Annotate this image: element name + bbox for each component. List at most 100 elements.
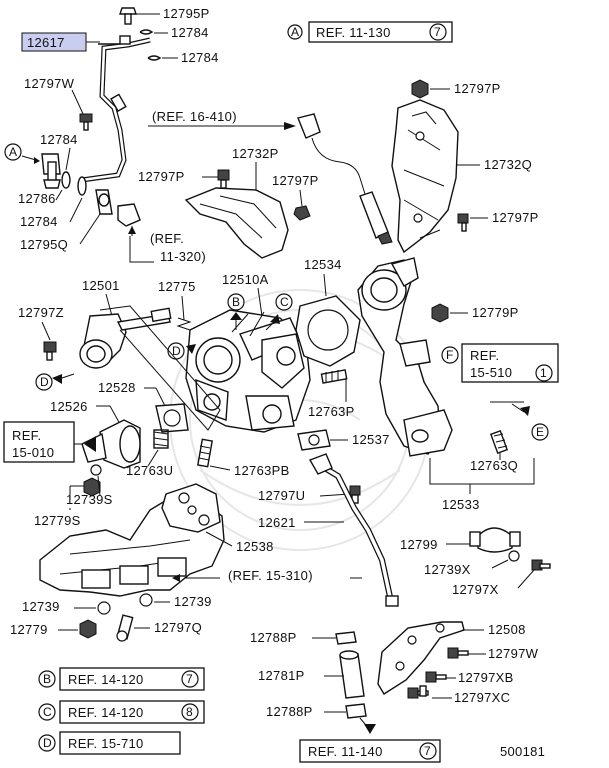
marker-B[interactable]: B — [227, 293, 245, 330]
bolt-12797Q[interactable] — [116, 614, 134, 642]
svg-text:D: D — [43, 736, 52, 750]
ref-16-410[interactable]: (REF. 16-410) — [152, 109, 237, 124]
label-12739S: 12739S — [66, 492, 113, 507]
heat-shield-12732P[interactable] — [184, 187, 289, 259]
label-12797W: 12797W — [24, 76, 75, 91]
label-12784-b: 12784 — [181, 50, 219, 65]
label-12784-c: 12784 — [40, 132, 78, 147]
label-12739X: 12739X — [424, 562, 471, 577]
nut-12797P-mid[interactable] — [293, 205, 311, 221]
hose-12781P[interactable] — [339, 650, 365, 699]
nut-12797P-top[interactable] — [411, 79, 429, 99]
gasket-12534[interactable] — [295, 295, 361, 367]
stud-12763PB[interactable] — [197, 438, 213, 468]
hose-clamp-12788P-top[interactable] — [335, 631, 357, 645]
svg-text:C: C — [43, 705, 52, 719]
clip-12775[interactable] — [176, 317, 192, 331]
label-12779S: 12779S — [34, 513, 81, 528]
label-12784-d: 12784 — [20, 214, 58, 229]
label-12526: 12526 — [50, 399, 88, 414]
washer-12784-a[interactable] — [139, 29, 154, 35]
bolt-12797W[interactable] — [79, 113, 93, 131]
label-12797X: 12797X — [452, 582, 499, 597]
ref-15-510-b: 15-510 — [470, 365, 512, 380]
hose-clamp-12788P-bottom[interactable] — [345, 703, 367, 719]
diagram-number: 500181 — [500, 744, 545, 759]
union-bolt-12795Q[interactable] — [95, 189, 113, 215]
label-12534: 12534 — [304, 257, 342, 272]
callout-12617[interactable]: 12617 — [21, 32, 100, 52]
label-12538: 12538 — [236, 539, 274, 554]
bolt-12797W-b[interactable] — [447, 647, 469, 659]
stud-12763U[interactable] — [153, 431, 169, 447]
oil-feed-tube[interactable] — [81, 35, 151, 183]
label-12510A: 12510A — [222, 272, 269, 287]
bolt-12797X[interactable] — [531, 559, 551, 571]
svg-text:7: 7 — [186, 672, 193, 686]
bolt-12795P[interactable] — [119, 7, 137, 25]
label-12739-a: 12739 — [22, 599, 60, 614]
label-12788P-bottom: 12788P — [266, 704, 313, 719]
ref-15-510-a: REF. — [470, 348, 499, 363]
marker-F[interactable]: F — [441, 346, 459, 364]
exhaust-elbow-12533[interactable] — [357, 257, 453, 457]
washer-12784-c[interactable] — [61, 171, 71, 189]
label-12784-a: 12784 — [171, 25, 209, 40]
stud-12763Q[interactable] — [489, 429, 509, 455]
bracket-12508[interactable] — [377, 621, 465, 695]
ref-15-310[interactable]: (REF. 15-310) — [228, 568, 313, 583]
label-12797W-b: 12797W — [488, 646, 539, 661]
gasket-12528[interactable] — [155, 403, 189, 433]
bolt-12797Z[interactable] — [43, 341, 57, 361]
gasket-12538[interactable] — [161, 483, 221, 533]
label-12533: 12533 — [442, 497, 480, 512]
ref-15-010-b: 15-010 — [12, 445, 54, 460]
label-12797U: 12797U — [258, 488, 305, 503]
svg-text:7: 7 — [434, 25, 441, 39]
heat-shield-12732Q[interactable] — [391, 99, 459, 254]
label-12797P-mid: 12797P — [272, 173, 319, 188]
washer-12784-b[interactable] — [147, 55, 162, 61]
marker-D-left[interactable]: D — [35, 373, 75, 391]
label-12732P: 12732P — [232, 146, 279, 161]
label-12797Z: 12797Z — [18, 305, 64, 320]
ref-15-010-box[interactable] — [3, 421, 75, 463]
washer-12739-a[interactable] — [97, 601, 111, 615]
nut-12779[interactable] — [79, 619, 97, 639]
svg-text:12617: 12617 — [27, 35, 65, 50]
marker-E[interactable]: E — [531, 423, 549, 441]
union-bolt-12786[interactable] — [41, 153, 61, 189]
ref-D-box[interactable]: D REF. 15-710 — [38, 731, 181, 755]
washer-12784-d[interactable] — [77, 176, 87, 196]
label-12797XC: 12797XC — [454, 690, 510, 705]
marker-A-left[interactable]: A — [4, 143, 22, 161]
ref-11-140-box[interactable]: REF. 11-140 7 — [299, 739, 441, 763]
washer-12739-b[interactable] — [139, 593, 153, 607]
marker-C[interactable]: C — [265, 293, 293, 331]
ref-B-box[interactable]: B REF. 14-120 7 — [38, 667, 205, 691]
oil-return-pipe-12621[interactable] — [308, 453, 399, 607]
bolt-12797XB[interactable] — [425, 671, 447, 683]
oxygen-sensor[interactable] — [297, 113, 393, 245]
ref-11-320-b: 11-320) — [160, 249, 206, 264]
label-12788P-top: 12788P — [250, 630, 297, 645]
bolt-12797P-left[interactable] — [217, 169, 230, 189]
ref-A-box[interactable]: A REF. 11-130 7 — [287, 21, 453, 43]
svg-text:B: B — [232, 295, 240, 309]
clamp-12799[interactable] — [469, 527, 521, 553]
svg-text:REF. 11-140: REF. 11-140 — [308, 744, 383, 759]
svg-text:B: B — [43, 672, 51, 686]
bolt-12797XC[interactable] — [407, 685, 429, 699]
stud-12763P[interactable] — [320, 369, 348, 384]
washer-12739X[interactable] — [508, 550, 520, 562]
turbocharger-12510A[interactable] — [185, 309, 311, 433]
washer-12739S[interactable] — [90, 464, 102, 476]
label-12797P-top: 12797P — [454, 81, 501, 96]
nut-12779P[interactable] — [431, 303, 449, 323]
bolt-12797P-right[interactable] — [457, 213, 469, 232]
oil-fitting[interactable] — [117, 203, 141, 236]
wastegate-actuator-12501[interactable] — [79, 307, 172, 369]
ref-C-box[interactable]: C REF. 14-120 8 — [38, 700, 205, 724]
svg-text:C: C — [280, 295, 289, 309]
